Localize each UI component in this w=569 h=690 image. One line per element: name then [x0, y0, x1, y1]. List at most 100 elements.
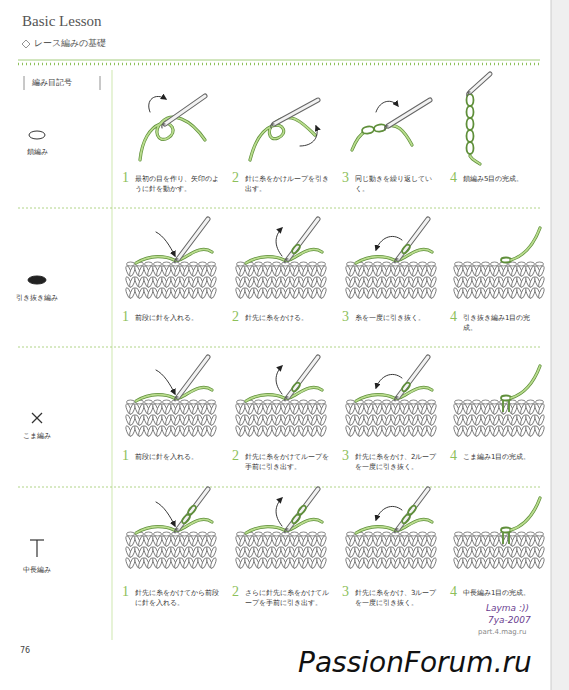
fabric-top-chain — [527, 532, 535, 536]
fabric-top-chain — [410, 262, 418, 266]
crochet-hook — [178, 219, 208, 259]
fabric-stitch — [538, 414, 545, 426]
stitch-post — [508, 401, 510, 412]
fabric-stitch — [538, 403, 545, 415]
fabric-stitch — [538, 425, 545, 437]
fabric-top-chain — [536, 532, 544, 536]
fabric-top-chain — [237, 400, 245, 404]
fabric-stitch — [430, 557, 437, 569]
fabric-top-chain — [518, 400, 526, 404]
fabric-top-chain — [255, 262, 263, 266]
fabric-top-chain — [536, 262, 544, 266]
crochet-hook-tip — [175, 397, 178, 401]
fabric-top-chain — [190, 532, 198, 536]
fabric-top-chain — [163, 400, 171, 404]
crochet-hook — [274, 100, 318, 124]
fabric-stitch — [538, 276, 545, 288]
yarn — [511, 498, 540, 530]
crochet-hook — [398, 489, 428, 529]
chain-symbol — [29, 131, 45, 139]
crochet-hook-tip — [395, 259, 398, 263]
yarn — [250, 118, 315, 160]
fabric-stitch — [538, 535, 545, 547]
fabric-top-chain — [145, 262, 153, 266]
crochet-hook — [288, 357, 318, 397]
crochet-hook — [178, 219, 208, 259]
fabric-top-chain — [255, 400, 263, 404]
fabric-top-chain — [127, 532, 135, 536]
yarn-over — [291, 244, 301, 255]
fabric-stitch — [320, 535, 327, 547]
fabric-top-chain — [482, 262, 490, 266]
fabric-top-chain — [181, 532, 189, 536]
fabric-top-chain — [401, 532, 409, 536]
fabric-stitch — [538, 557, 545, 569]
crochet-hook — [398, 219, 428, 259]
yarn — [356, 519, 432, 533]
crochet-hook-tip — [285, 397, 288, 401]
yarn — [136, 519, 212, 533]
crochet-hook — [288, 219, 318, 259]
fabric-top-chain — [199, 262, 207, 266]
step-caption: 同じ動きを繰り返していく。 — [355, 174, 443, 194]
slip-stitch-symbol — [28, 276, 46, 284]
fabric-top-chain — [347, 532, 355, 536]
yarn — [140, 117, 205, 160]
fabric-top-chain — [473, 532, 481, 536]
fabric-top-chain — [419, 532, 427, 536]
crochet-hook — [165, 96, 205, 124]
header-rule — [18, 63, 540, 66]
yarn — [246, 519, 322, 533]
step-number: 1 — [122, 448, 129, 465]
motion-arrow — [376, 506, 402, 520]
step-caption: さらに針先に糸をかけてループを手前に引き出す。 — [245, 588, 333, 608]
watermark: part.4.mag.ru — [478, 628, 526, 636]
fabric-stitch — [210, 425, 217, 437]
step-number: 3 — [342, 170, 349, 187]
fabric-stitch — [320, 276, 327, 288]
fabric-stitch — [320, 265, 327, 277]
yarn — [470, 156, 480, 164]
column-heading: 編み目記号 — [32, 78, 72, 88]
fabric-stitch — [320, 403, 327, 415]
fabric-stitch — [430, 287, 437, 299]
crochet-hook — [398, 357, 428, 397]
fabric-top-chain — [309, 262, 317, 266]
fabric-stitch — [430, 414, 437, 426]
crochet-hook-tip — [395, 397, 398, 401]
fabric-top-chain — [309, 400, 317, 404]
crochet-hook-tip — [175, 529, 178, 533]
fabric-top-chain — [291, 400, 299, 404]
fabric-stitch — [210, 546, 217, 558]
fabric-top-chain — [300, 400, 308, 404]
step-caption: 針先に糸をかけ、3ループを一度に引き抜く。 — [355, 588, 443, 608]
crochet-hook — [398, 357, 428, 397]
step-caption: 鎖編み5目の完成。 — [463, 174, 541, 184]
fabric-top-chain — [237, 532, 245, 536]
step-number: 4 — [450, 584, 457, 601]
header-rule — [18, 60, 540, 61]
yarn — [246, 519, 322, 533]
fabric-top-chain — [383, 400, 391, 404]
fabric-top-chain — [300, 532, 308, 536]
fabric-top-chain — [190, 262, 198, 266]
fabric-stitch — [210, 403, 217, 415]
chain-loop — [467, 118, 474, 130]
fabric-top-chain — [491, 262, 499, 266]
step-number: 1 — [122, 309, 129, 326]
fabric-stitch — [210, 265, 217, 277]
row-separator — [18, 487, 540, 488]
yarn — [386, 126, 412, 145]
yarn — [136, 387, 212, 401]
crochet-hook — [470, 74, 490, 92]
chain-loop — [467, 130, 474, 142]
crochet-hook — [178, 489, 208, 529]
fabric-top-chain — [455, 532, 463, 536]
fabric-top-chain — [527, 262, 535, 266]
fabric-stitch — [210, 287, 217, 299]
step-number: 1 — [122, 584, 129, 601]
yarn-over — [187, 505, 197, 516]
fabric-top-chain — [127, 400, 135, 404]
fabric-top-chain — [127, 262, 135, 266]
